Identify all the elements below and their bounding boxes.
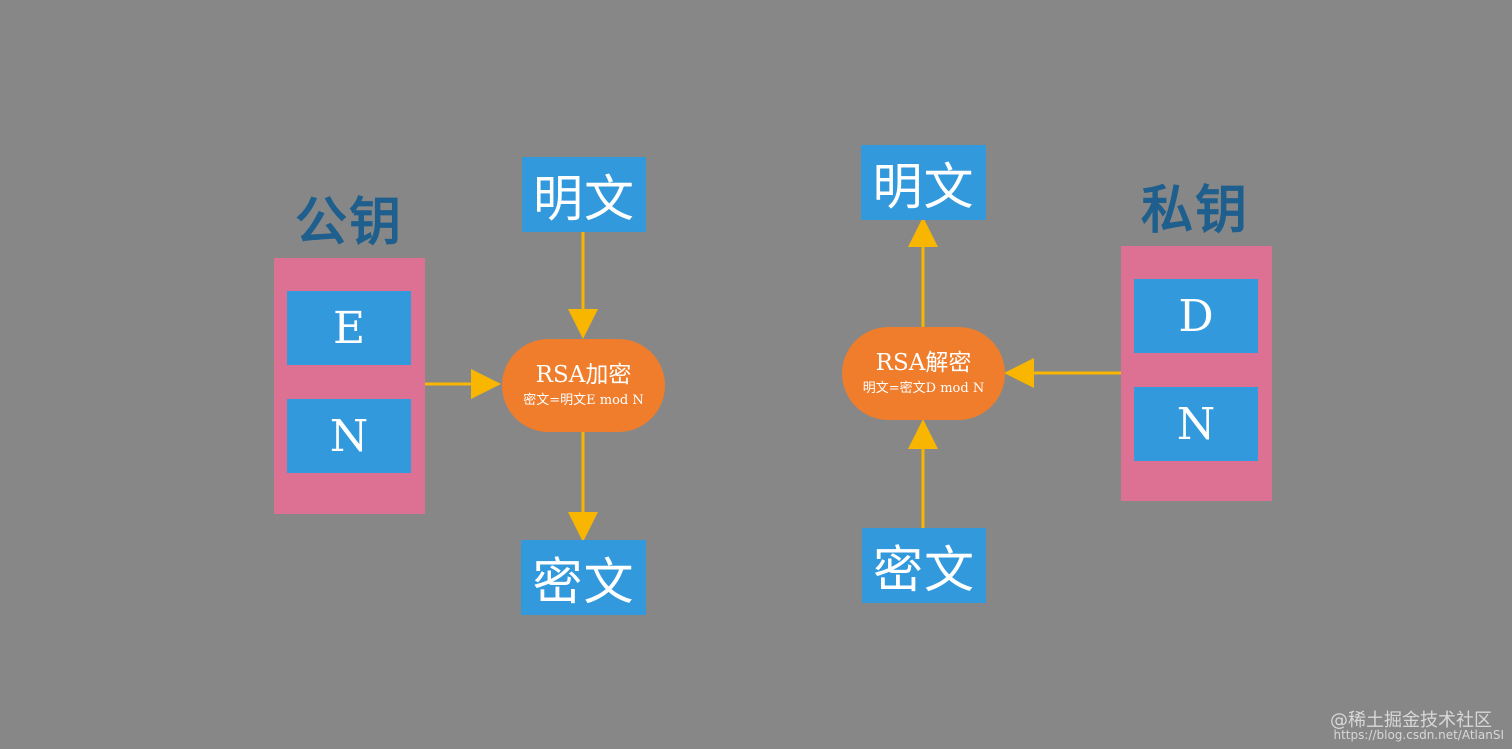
private-key-d: D bbox=[1134, 279, 1258, 353]
watermark-url: https://blog.csdn.net/AtlanSI bbox=[1333, 728, 1504, 742]
public-key-e: E bbox=[287, 291, 411, 365]
plaintext-box: 明文 bbox=[522, 157, 646, 232]
input-ciphertext-box: 密文 bbox=[862, 528, 986, 603]
rsa-decrypt-process: RSA解密 明文=密文D mod N bbox=[842, 327, 1005, 420]
rsa-encrypt-formula: 密文=明文E mod N bbox=[523, 392, 644, 408]
rsa-encrypt-process: RSA加密 密文=明文E mod N bbox=[502, 339, 665, 432]
public-key-title: 公钥 bbox=[294, 193, 403, 253]
watermark-community: @稀土掘金技术社区 bbox=[1330, 710, 1492, 731]
rsa-decrypt-title: RSA解密 bbox=[875, 349, 972, 376]
rsa-decrypt-formula: 明文=密文D mod N bbox=[862, 380, 985, 396]
private-key-n: N bbox=[1134, 387, 1258, 461]
ciphertext-box: 密文 bbox=[521, 540, 646, 615]
private-key-title: 私钥 bbox=[1140, 181, 1249, 241]
decrypted-plaintext-box: 明文 bbox=[861, 145, 986, 220]
public-key-n: N bbox=[287, 399, 411, 473]
rsa-encrypt-title: RSA加密 bbox=[535, 361, 632, 388]
